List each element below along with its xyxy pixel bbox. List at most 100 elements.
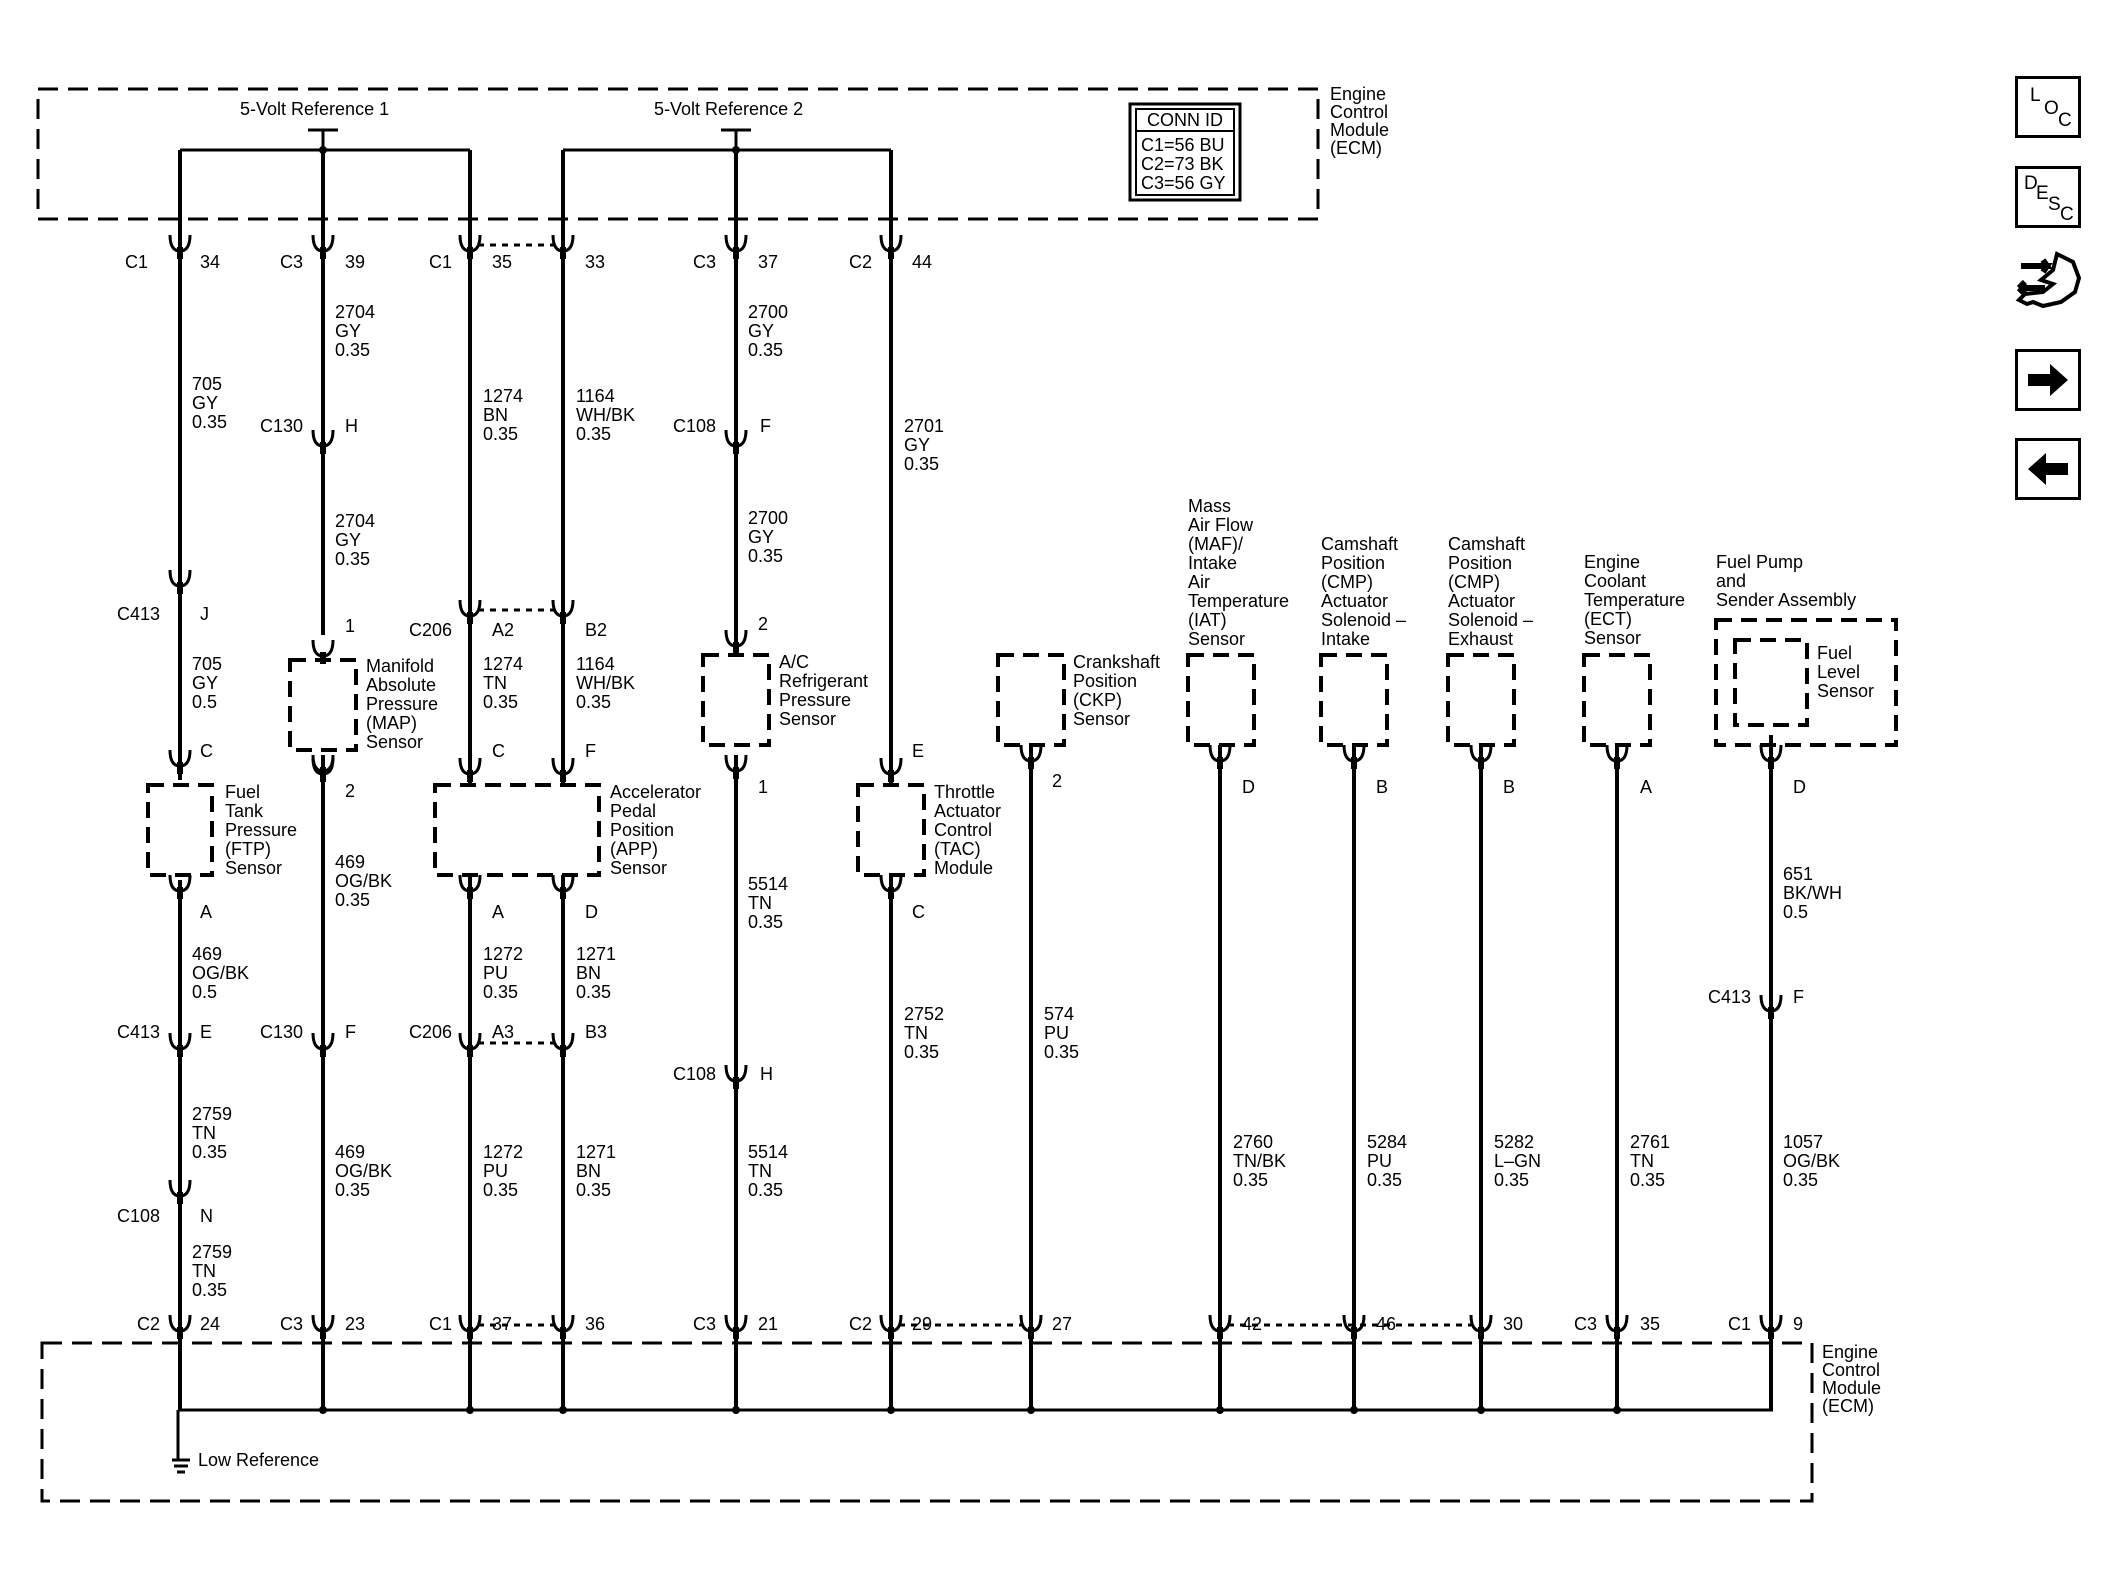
wire-label-columns-ftp-w5-color: TN	[192, 1261, 216, 1281]
wire-label-columns-cmp_in-w1-color: PU	[1367, 1151, 1392, 1171]
pin-label-columns-map-c130-pin: H	[345, 416, 358, 436]
cmp-in-box	[1319, 653, 1389, 747]
pin-label-columns-map-bot_conn: C3	[280, 1314, 303, 1334]
wire-label-columns-map-w2-circuit: 2704	[335, 511, 375, 531]
wire-label-columns-tac-w1-circuit: 2701	[904, 416, 944, 436]
ect-sensor-box	[1582, 653, 1652, 747]
wire-label-columns-map-w2-gauge: 0.35	[335, 549, 370, 569]
pin-label-columns-ftp-c108-conn: C108	[117, 1206, 160, 1226]
wire-label-columns-app1-w1-gauge: 0.35	[483, 424, 518, 444]
wire-label-columns-ckp-w1-color: PU	[1044, 1023, 1069, 1043]
wire-label-columns-cmp_ex-w1-circuit: 5282	[1494, 1132, 1534, 1152]
pin-label-columns-cmp_in-bot_pin: 46	[1376, 1314, 1396, 1334]
wire-label-columns-ac-w1-gauge: 0.35	[748, 340, 783, 360]
wire-label-columns-app2-w4-color: BN	[576, 1161, 601, 1181]
pin-label-columns-map-pin_top: 1	[345, 616, 355, 636]
wire-label-columns-ac-w4-gauge: 0.35	[748, 1180, 783, 1200]
wire-label-columns-ftp-w4-gauge: 0.35	[192, 1142, 227, 1162]
wire-label-columns-ftp-w1-color: GY	[192, 393, 218, 413]
wire-label-columns-map-w3-color: OG/BK	[335, 871, 392, 891]
low-reference-bus	[172, 1408, 1773, 1474]
wire-label-columns-app2-w2-color: WH/BK	[576, 673, 635, 693]
pin-label-columns-ac-top_pin: 37	[758, 252, 778, 272]
pin-label-columns-app1-top_conn: C1	[429, 252, 452, 272]
pin-label-columns-ckp-bot_pin: 27	[1052, 1314, 1072, 1334]
pin-label-columns-ect-pin: A	[1640, 777, 1652, 797]
pin-label-columns-app2-c206b_pin: B3	[585, 1022, 607, 1042]
wire-label-columns-ckp-w1-gauge: 0.35	[1044, 1042, 1079, 1062]
desc-letter-e: E	[2036, 183, 2049, 204]
arrow-right-icon	[2028, 364, 2068, 396]
wire-label-columns-ftp-w3-color: OG/BK	[192, 963, 249, 983]
pin-label-columns-map-c130b-conn: C130	[260, 1022, 303, 1042]
pin-label-columns-tac-top_conn: C2	[849, 252, 872, 272]
wire-label-columns-ftp-w1-circuit: 705	[192, 374, 222, 394]
wire-label-columns-ect-w1-gauge: 0.35	[1630, 1170, 1665, 1190]
pin-label-columns-app1-bot_conn: C1	[429, 1314, 452, 1334]
wire-label-columns-map-w4-color: OG/BK	[335, 1161, 392, 1181]
wire-label-columns-ftp-w2-gauge: 0.5	[192, 692, 217, 712]
desc-letter-d: D	[2024, 173, 2038, 194]
wire-label-columns-ac-w1-circuit: 2700	[748, 302, 788, 322]
wire-label-columns-map-w4-gauge: 0.35	[335, 1180, 370, 1200]
wire-label-columns-tac-w1-color: GY	[904, 435, 930, 455]
pin-label-columns-map-c130-conn: C130	[260, 416, 303, 436]
wire-label-columns-app2-w3-gauge: 0.35	[576, 982, 611, 1002]
wire-label-columns-app1-w4-circuit: 1272	[483, 1142, 523, 1162]
cmp-ex-box	[1446, 653, 1516, 747]
pin-label-columns-ac-top_conn: C3	[693, 252, 716, 272]
wire-label-columns-app1-w4-gauge: 0.35	[483, 1180, 518, 1200]
bus-junctions	[319, 146, 1621, 1414]
pin-label-columns-ckp-pin: 2	[1052, 771, 1062, 791]
pin-label-columns-app2-bot_pin: 36	[585, 1314, 605, 1334]
conn-id-row-c3: C3=56 GY	[1141, 173, 1226, 193]
loc-button[interactable]: L O C	[2015, 76, 2081, 138]
pin-label-columns-cmp_ex-pin: B	[1503, 777, 1515, 797]
next-button[interactable]	[2015, 349, 2081, 411]
map-sensor-box	[288, 658, 358, 752]
wire-label-columns-app2-w2-circuit: 1164	[576, 654, 615, 674]
wire-label-columns-app1-w3-circuit: 1272	[483, 944, 523, 964]
pin-label-columns-fuel-c413-conn: C413	[1708, 987, 1751, 1007]
pin-label-columns-ftp-c108-pin: N	[200, 1206, 213, 1226]
prev-button[interactable]	[2015, 438, 2081, 500]
wire-label-columns-app1-w2-gauge: 0.35	[483, 692, 518, 712]
wire-label-columns-ftp-w2-color: GY	[192, 673, 218, 693]
wire-label-columns-app2-w4-gauge: 0.35	[576, 1180, 611, 1200]
ref1-label: 5-Volt Reference 1	[240, 99, 389, 119]
fuel-assembly-box	[1714, 618, 1898, 747]
wire-label-columns-fuel-w2-circuit: 1057	[1783, 1132, 1823, 1152]
pin-label-columns-fuel-c413-pin: F	[1793, 987, 1804, 1007]
wire-label-columns-fuel-w1-color: BK/WH	[1783, 883, 1842, 903]
wire-label-columns-app2-w1-gauge: 0.35	[576, 424, 611, 444]
pin-label-columns-maf-pin: D	[1242, 777, 1255, 797]
ckp-sensor-box	[996, 653, 1066, 747]
ecm-bottom-box	[40, 1341, 1814, 1503]
loc-letter-o: O	[2044, 98, 2059, 119]
wire-label-columns-fuel-w2-color: OG/BK	[1783, 1151, 1840, 1171]
loc-icon: L O C	[2030, 85, 2072, 131]
pin-label-columns-tac-pin_top: E	[912, 741, 924, 761]
pin-label-columns-ac-c108b-pin: H	[760, 1064, 773, 1084]
pin-label-columns-app1-c206b-pin: A3	[492, 1022, 514, 1042]
shared-connector-links	[478, 243, 1473, 1327]
pin-label-columns-map-pin_bot: 2	[345, 781, 355, 801]
wire-label-columns-maf-w1-gauge: 0.35	[1233, 1170, 1268, 1190]
ref2-stub	[563, 128, 891, 152]
maf-sensor-box	[1186, 653, 1256, 747]
desc-button[interactable]: D E S C	[2015, 166, 2081, 228]
pin-label-columns-fuel-bot_pin: 9	[1793, 1314, 1803, 1334]
wire-label-columns-cmp_ex-w1-color: L–GN	[1494, 1151, 1541, 1171]
pin-label-columns-map-c130b-pin: F	[345, 1022, 356, 1042]
pin-label-columns-cmp_in-pin: B	[1376, 777, 1388, 797]
hand-pointer-icon[interactable]	[2013, 248, 2085, 314]
wire-label-columns-tac-w2-circuit: 2752	[904, 1004, 944, 1024]
conn-id-row-c2: C2=73 BK	[1141, 154, 1224, 174]
